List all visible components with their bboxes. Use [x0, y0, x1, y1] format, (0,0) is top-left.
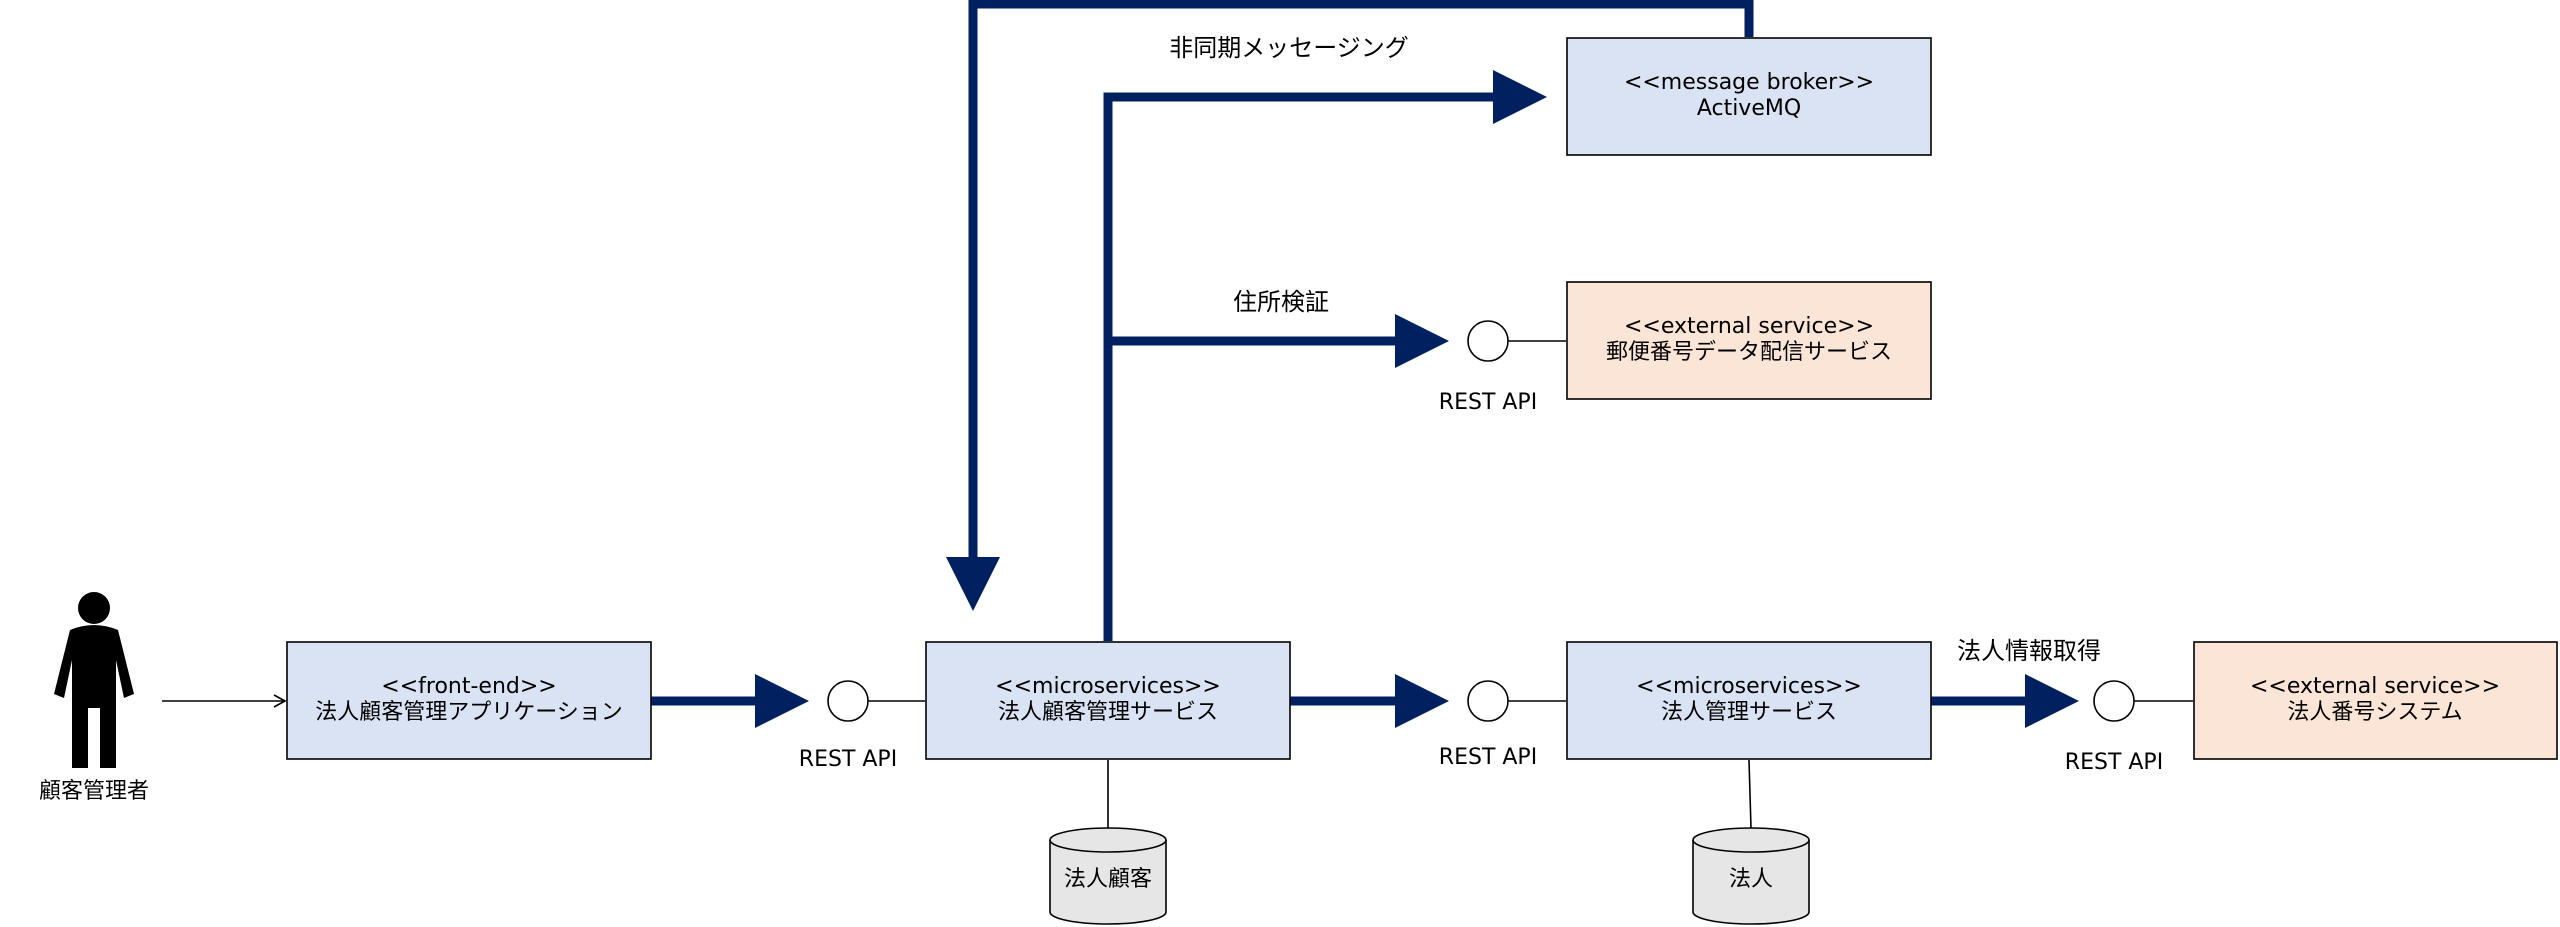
customer-db-label: 法人顧客 — [1064, 867, 1152, 892]
interface-circle — [1467, 680, 1509, 722]
postal-service-box: <<external service>> 郵便番号データ配信サービス — [1566, 281, 1932, 400]
person-icon — [54, 592, 134, 768]
interface-api2: REST API — [1439, 680, 1537, 770]
corp-service-stereotype: <<microservices>> — [1636, 674, 1862, 699]
corp-db-label: 法人 — [1729, 867, 1773, 892]
corp-number-system-stereotype: <<external service>> — [2250, 674, 2500, 699]
customer-to-broker-arrow — [1103, 70, 1547, 641]
corp-db: 法人 — [1692, 827, 1810, 925]
database-icon — [1692, 827, 1810, 925]
corp-service-name: 法人管理サービス — [1661, 700, 1837, 725]
customer-service-stereotype: <<microservices>> — [995, 674, 1221, 699]
interface-circle — [1467, 320, 1509, 362]
interface-api3: REST API — [2065, 680, 2163, 775]
message-broker-name: ActiveMQ — [1697, 96, 1801, 121]
customer-db: 法人顧客 — [1049, 827, 1167, 925]
address-check-label: 住所検証 — [1233, 288, 1329, 316]
interface-circle — [827, 680, 869, 722]
customer-service-name: 法人顧客管理サービス — [998, 700, 1218, 725]
corp-db-line — [1748, 759, 1752, 829]
interface-api4: REST API — [1439, 320, 1537, 415]
message-broker-stereotype: <<message broker>> — [1624, 70, 1874, 95]
database-icon — [1049, 827, 1167, 925]
api1-label: REST API — [799, 747, 897, 772]
interface-circle — [2093, 680, 2135, 722]
api4-label: REST API — [1439, 390, 1537, 415]
actor-label: 顧客管理者 — [39, 779, 149, 804]
frontend-stereotype: <<front-end>> — [381, 674, 556, 699]
corp-number-system-box: <<external service>> 法人番号システム — [2193, 641, 2558, 760]
async-messaging-label: 非同期メッセージング — [1169, 34, 1409, 62]
frontend-name: 法人顧客管理アプリケーション — [315, 700, 623, 725]
frontend-box: <<front-end>> 法人顧客管理アプリケーション — [286, 641, 652, 760]
api3-label: REST API — [2065, 750, 2163, 775]
corp-info-label: 法人情報取得 — [1957, 637, 2101, 665]
broker-to-customer-arrow — [946, 0, 1754, 611]
message-broker-box: <<message broker>> ActiveMQ — [1566, 37, 1932, 156]
postal-service-stereotype: <<external service>> — [1624, 314, 1874, 339]
corp-number-system-name: 法人番号システム — [2287, 700, 2462, 725]
interface-api1: REST API — [799, 680, 897, 772]
postal-service-name: 郵便番号データ配信サービス — [1606, 340, 1892, 365]
corp-service-box: <<microservices>> 法人管理サービス — [1566, 641, 1932, 760]
customer-service-box: <<microservices>> 法人顧客管理サービス — [925, 641, 1291, 760]
api2-label: REST API — [1439, 745, 1537, 770]
actor: 顧客管理者 — [39, 592, 149, 804]
connectors — [162, 0, 2193, 829]
